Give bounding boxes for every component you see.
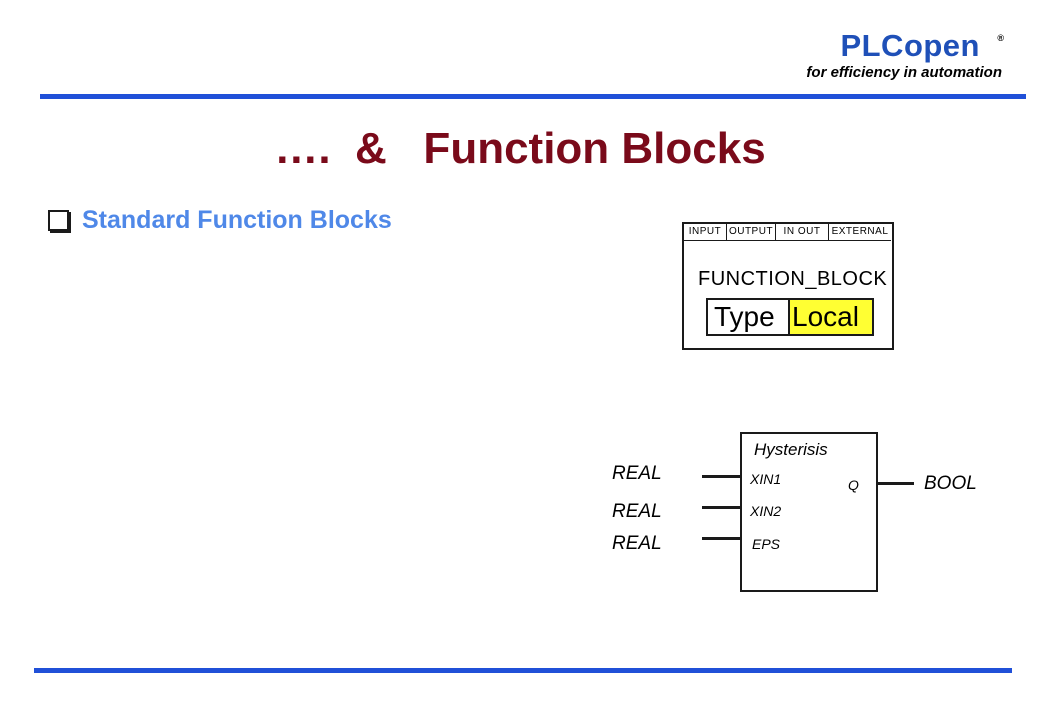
function-block-declaration: INPUT OUTPUT IN OUT EXTERNAL FUNCTION_BL… xyxy=(682,222,894,350)
type-field: Type xyxy=(706,298,796,336)
local-field: Local xyxy=(788,298,874,336)
tab-input: INPUT xyxy=(684,224,727,241)
function-block-keyword: FUNCTION_BLOCK xyxy=(698,268,888,290)
input-wire-xin2 xyxy=(702,506,740,509)
input-wire-eps xyxy=(702,537,740,540)
bullet-square-icon xyxy=(48,210,69,231)
pin-eps: EPS xyxy=(752,536,781,552)
tab-external: EXTERNAL xyxy=(829,224,891,241)
brand-logo-text: PLCopen xyxy=(840,28,980,63)
pin-xin2: XIN2 xyxy=(750,503,782,519)
block-name: Hysterisis xyxy=(754,440,828,459)
type-label-eps: REAL xyxy=(612,533,662,554)
slide-title: …. & Function Blocks xyxy=(274,124,766,173)
input-wire-xin1 xyxy=(702,475,740,478)
tab-in-out: IN OUT xyxy=(776,224,829,241)
output-wire-q xyxy=(876,482,914,485)
registered-mark: ® xyxy=(997,33,1004,43)
top-divider xyxy=(40,94,1026,99)
type-label-xin1: REAL xyxy=(612,463,662,484)
bullet-text: Standard Function Blocks xyxy=(82,206,392,234)
type-label-q: BOOL xyxy=(924,473,977,494)
pin-q: Q xyxy=(848,477,859,493)
bottom-divider xyxy=(34,668,1012,673)
type-label-xin2: REAL xyxy=(612,501,662,522)
hysterisis-block xyxy=(740,432,878,592)
brand-tagline: for efficiency in automation xyxy=(806,64,1002,81)
tab-output: OUTPUT xyxy=(727,224,776,241)
pin-xin1: XIN1 xyxy=(750,471,782,487)
